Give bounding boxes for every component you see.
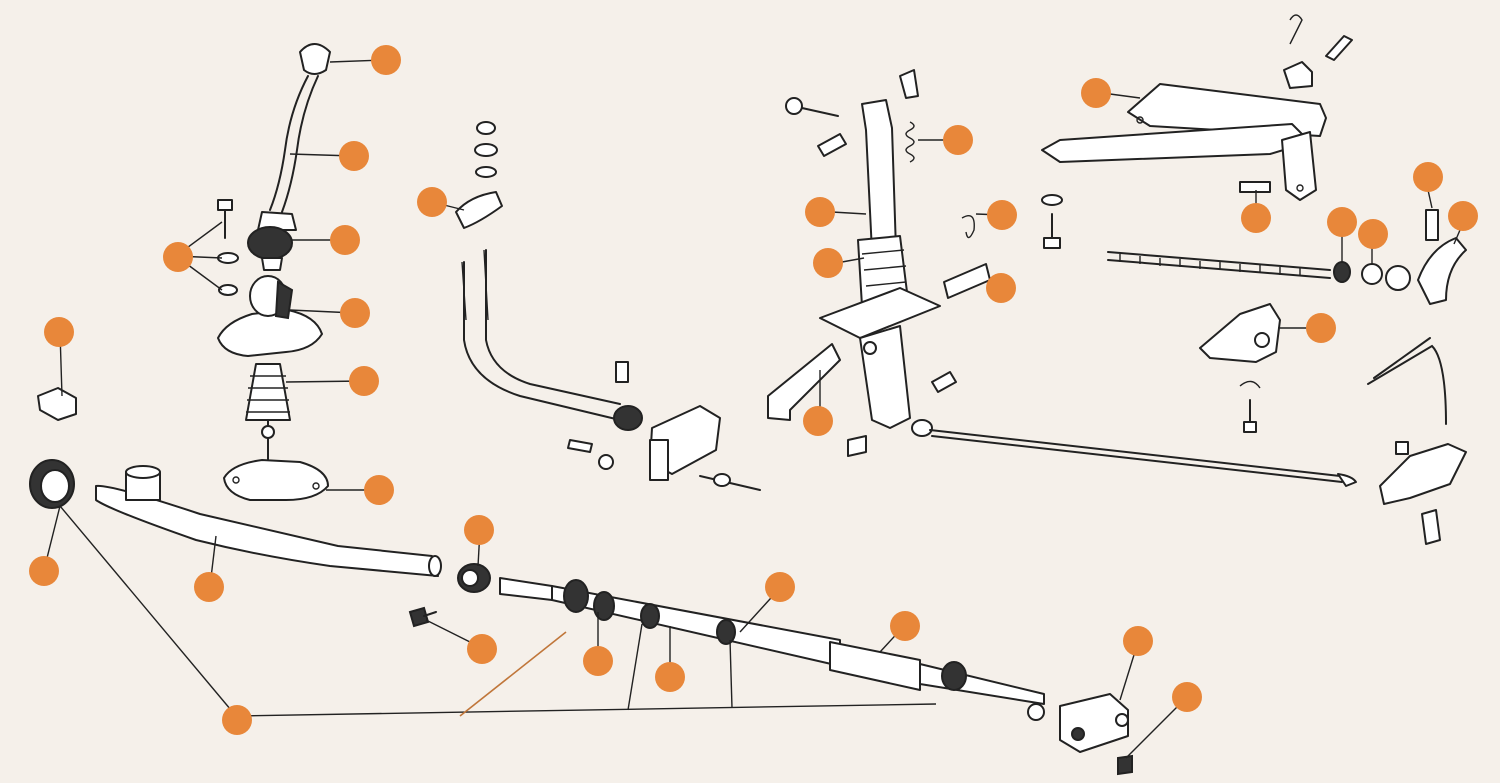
wire-spring bbox=[1367, 337, 1447, 425]
hotspot-grommet[interactable] bbox=[29, 556, 59, 586]
hotspot-roll-pin[interactable] bbox=[1413, 162, 1443, 192]
link-rod bbox=[911, 419, 1357, 487]
tube-clamp bbox=[457, 563, 491, 593]
spring bbox=[905, 121, 915, 163]
shift-tube bbox=[95, 465, 442, 577]
mounting-plate bbox=[819, 287, 941, 429]
lower-base-plate bbox=[223, 459, 329, 501]
hotspot-linkage-block[interactable] bbox=[1123, 626, 1153, 656]
grommet bbox=[29, 459, 75, 509]
hotspot-shift-tube[interactable] bbox=[194, 572, 224, 602]
lever-boot bbox=[247, 211, 297, 271]
hotspot-gaiter[interactable] bbox=[349, 366, 379, 396]
hotspot-upright-lever[interactable] bbox=[805, 197, 835, 227]
adjuster bbox=[1239, 181, 1271, 193]
pin-set bbox=[1283, 14, 1353, 89]
threaded-rod bbox=[1107, 251, 1331, 279]
hotspot-bush-a[interactable] bbox=[1327, 207, 1357, 237]
bolts-and-washers bbox=[217, 199, 239, 296]
hotspot-adjuster[interactable] bbox=[1241, 203, 1271, 233]
hotspot-pivot-bolt[interactable] bbox=[986, 273, 1016, 303]
hotspot-quadrant-lever[interactable] bbox=[1448, 201, 1478, 231]
bolt-small bbox=[1117, 754, 1133, 776]
upper-bracket bbox=[1041, 83, 1327, 201]
nuts-washers-stack bbox=[474, 121, 498, 178]
hotspot-bush-1[interactable] bbox=[583, 646, 613, 676]
hook-spring bbox=[1239, 380, 1261, 433]
washer-bolt bbox=[1041, 194, 1063, 249]
hotspot-bolt-small[interactable] bbox=[1172, 682, 1202, 712]
lever-base-plate bbox=[217, 275, 323, 357]
eye-bolt bbox=[785, 97, 839, 117]
pivot-bolt bbox=[943, 263, 991, 299]
cable-clip bbox=[567, 439, 614, 470]
hotspot-lever-boot[interactable] bbox=[330, 225, 360, 255]
hotspot-rod-bushes[interactable] bbox=[222, 705, 252, 735]
screw bbox=[931, 371, 957, 393]
hotspot-lower-plate[interactable] bbox=[364, 475, 394, 505]
cable-end bbox=[699, 473, 761, 491]
hotspot-bush-3[interactable] bbox=[765, 572, 795, 602]
hotspot-bush-2[interactable] bbox=[655, 662, 685, 692]
gaiter-spring bbox=[245, 363, 291, 463]
gear-knob bbox=[299, 43, 331, 75]
bushes bbox=[1333, 261, 1411, 291]
pivot-pin bbox=[817, 133, 847, 157]
hotspot-side-bracket[interactable] bbox=[803, 406, 833, 436]
cable bbox=[461, 249, 621, 421]
hotspot-selector-rod[interactable] bbox=[890, 611, 920, 641]
hotspot-spring-clip[interactable] bbox=[987, 200, 1017, 230]
hotspot-support-bracket[interactable] bbox=[1306, 313, 1336, 343]
selector-rod bbox=[499, 577, 1045, 721]
hotspot-bolts-washers[interactable] bbox=[163, 242, 193, 272]
self-tapping-screw bbox=[408, 606, 437, 628]
clevis-pin bbox=[1421, 509, 1441, 545]
cable-sleeve bbox=[455, 191, 503, 229]
plug bbox=[37, 387, 77, 421]
selector-quadrant bbox=[1379, 441, 1467, 505]
hotspot-gear-lever[interactable] bbox=[339, 141, 369, 171]
spring-clip bbox=[899, 69, 975, 239]
hotspot-upright-pad[interactable] bbox=[813, 248, 843, 278]
upright-lever bbox=[857, 99, 909, 307]
hotspot-upper-bracket[interactable] bbox=[1081, 78, 1111, 108]
hotspot-markers bbox=[29, 45, 1478, 735]
support-bracket bbox=[1199, 303, 1281, 363]
nut-clip bbox=[847, 435, 867, 457]
hotspot-plug[interactable] bbox=[44, 317, 74, 347]
linkage-block bbox=[1059, 693, 1129, 753]
hotspot-bush-b[interactable] bbox=[1358, 219, 1388, 249]
cable-end-fitting bbox=[613, 361, 643, 431]
hotspot-tube-clamp[interactable] bbox=[464, 515, 494, 545]
cable-bracket bbox=[649, 405, 721, 481]
hotspot-cable-sleeve[interactable] bbox=[417, 187, 447, 217]
side-bracket bbox=[767, 343, 841, 421]
hotspot-base-plate[interactable] bbox=[340, 298, 370, 328]
gear-lever-rod bbox=[269, 75, 319, 213]
hotspot-gear-knob[interactable] bbox=[371, 45, 401, 75]
quadrant-lever bbox=[1417, 237, 1467, 305]
hotspot-spring[interactable] bbox=[943, 125, 973, 155]
roll-pin bbox=[1425, 209, 1439, 241]
hotspot-screw[interactable] bbox=[467, 634, 497, 664]
